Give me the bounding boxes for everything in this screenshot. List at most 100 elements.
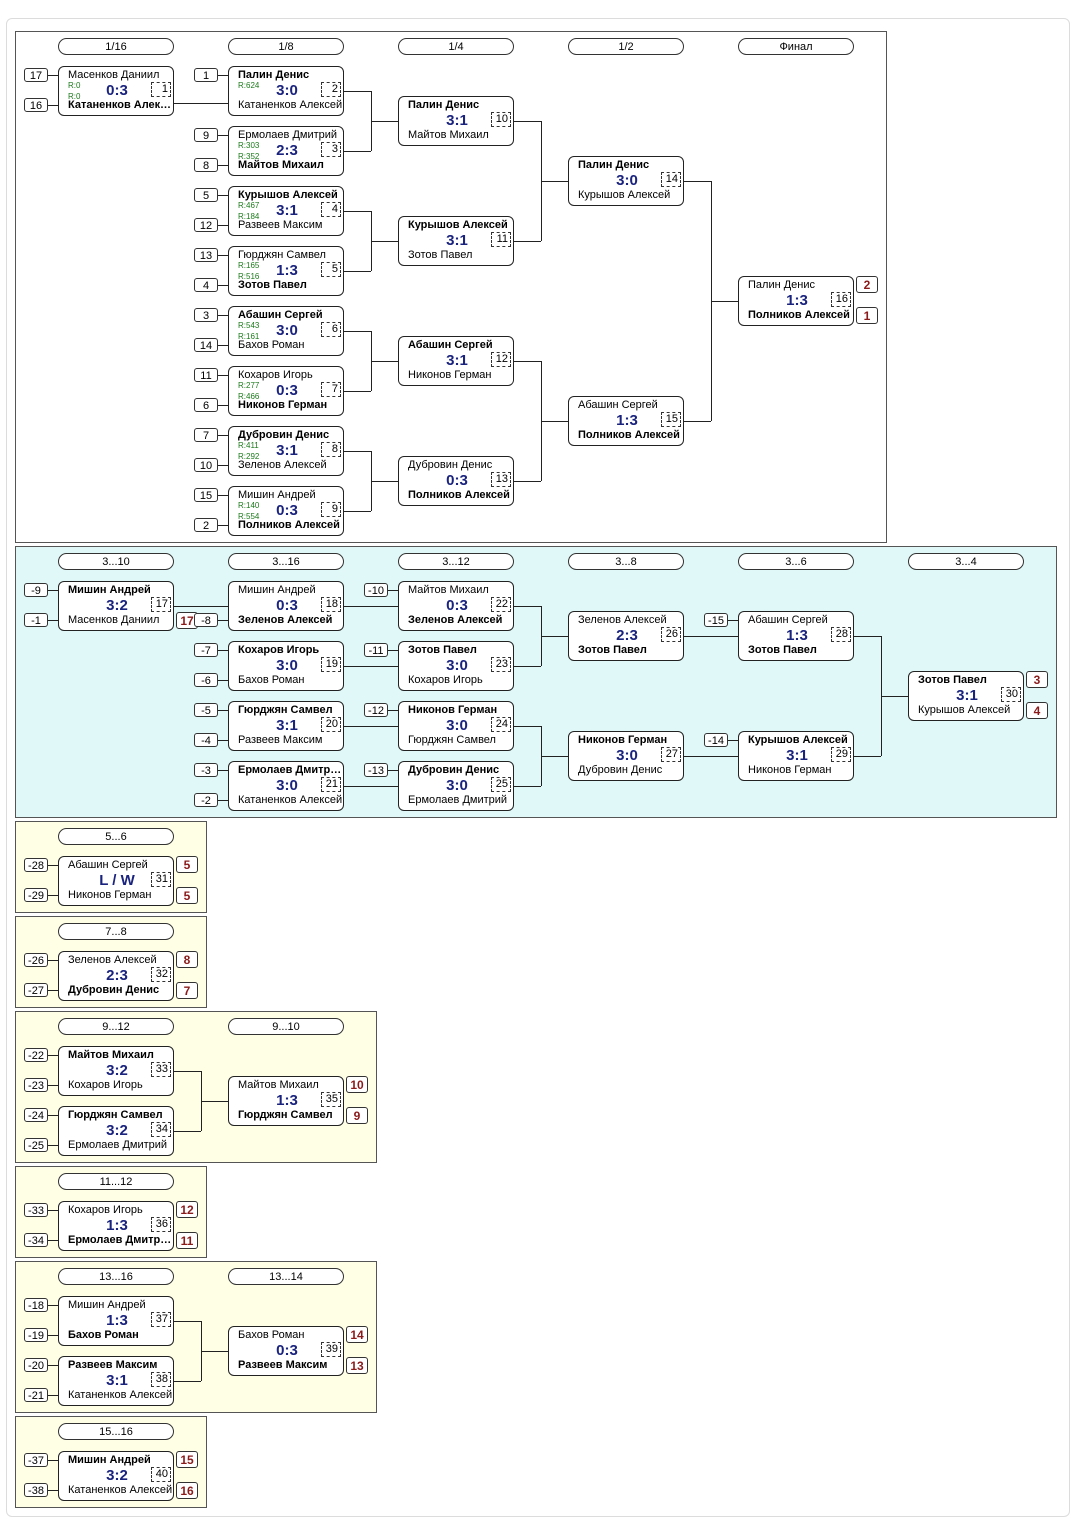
match-score: 3:0 [446, 717, 468, 734]
player-2-rating: R:184 [238, 212, 260, 221]
connector-line [48, 1335, 58, 1336]
match-number: 35 [321, 1092, 341, 1107]
seed-slot-1: -28 [24, 858, 48, 872]
connector-line [218, 680, 228, 681]
round-header: 9...12 [58, 1018, 174, 1035]
seed-slot-1: -15 [704, 613, 728, 627]
seed-slot-2: 6 [194, 398, 218, 412]
connector-line [218, 135, 228, 136]
match-number: 5 [321, 262, 341, 277]
match-number: 16 [831, 292, 851, 307]
player-2-name: Бахов Роман [238, 674, 305, 686]
seed-slot-1: 5 [194, 188, 218, 202]
connector-line [371, 361, 398, 362]
match-number: 12 [491, 352, 511, 367]
connector-line [48, 590, 58, 591]
match-score: 3:0 [446, 657, 468, 674]
player-2-name: Катаненков Алексей [68, 1484, 173, 1496]
seed-slot-1: 13 [194, 248, 218, 262]
match-score: 0:3 [276, 502, 298, 519]
match-number: 39 [321, 1342, 341, 1357]
player-2-name: Полников Алексей [408, 489, 510, 501]
player-1-rating: R:624 [238, 81, 260, 90]
place-badge-1: 3 [1026, 671, 1048, 688]
player-1-name: Абашин Сергей [748, 614, 828, 626]
player-2-rating: R:352 [238, 152, 260, 161]
player-1-rating: R:140 [238, 501, 260, 510]
seed-slot-2: -4 [194, 733, 218, 747]
match-number: 7 [321, 382, 341, 397]
seed-slot-1: -14 [704, 733, 728, 747]
player-1-name: Гюрджян Самвел [68, 1109, 163, 1121]
seed-slot-1: -11 [364, 643, 388, 657]
match-number: 27 [661, 747, 681, 762]
connector-line [218, 195, 228, 196]
player-2-name: Катаненков Алексей [68, 1389, 173, 1401]
match-score: 3:1 [786, 747, 808, 764]
match-number: 21 [321, 777, 341, 792]
match-number: 19 [321, 657, 341, 672]
place-badge-2: 16 [176, 1482, 198, 1499]
match-score: 3:2 [106, 597, 128, 614]
player-1-name: Майтов Михаил [68, 1049, 154, 1061]
connector-line [218, 375, 228, 376]
seed-slot-2: -2 [194, 793, 218, 807]
player-2-rating: R:554 [238, 512, 260, 521]
player-1-name: Палин Денис [408, 99, 480, 111]
player-1-name: Дубровин Денис [408, 459, 493, 471]
player-1-name: Масенков Даниил [68, 69, 160, 81]
match-score: 0:3 [446, 472, 468, 489]
match-score: 1:3 [276, 262, 298, 279]
connector-line [48, 1365, 58, 1366]
player-1-name: Зотов Павел [408, 644, 477, 656]
player-2-name: Ермолаев Дмитрий [68, 1234, 173, 1246]
player-2-name: Ермолаев Дмитрий [408, 794, 508, 806]
player-2-name: Никонов Герман [68, 889, 152, 901]
seed-slot-1: -18 [24, 1298, 48, 1312]
seed-slot-1: -5 [194, 703, 218, 717]
seed-slot-2: 4 [194, 278, 218, 292]
connector-line [48, 1210, 58, 1211]
connector-line [344, 511, 371, 512]
